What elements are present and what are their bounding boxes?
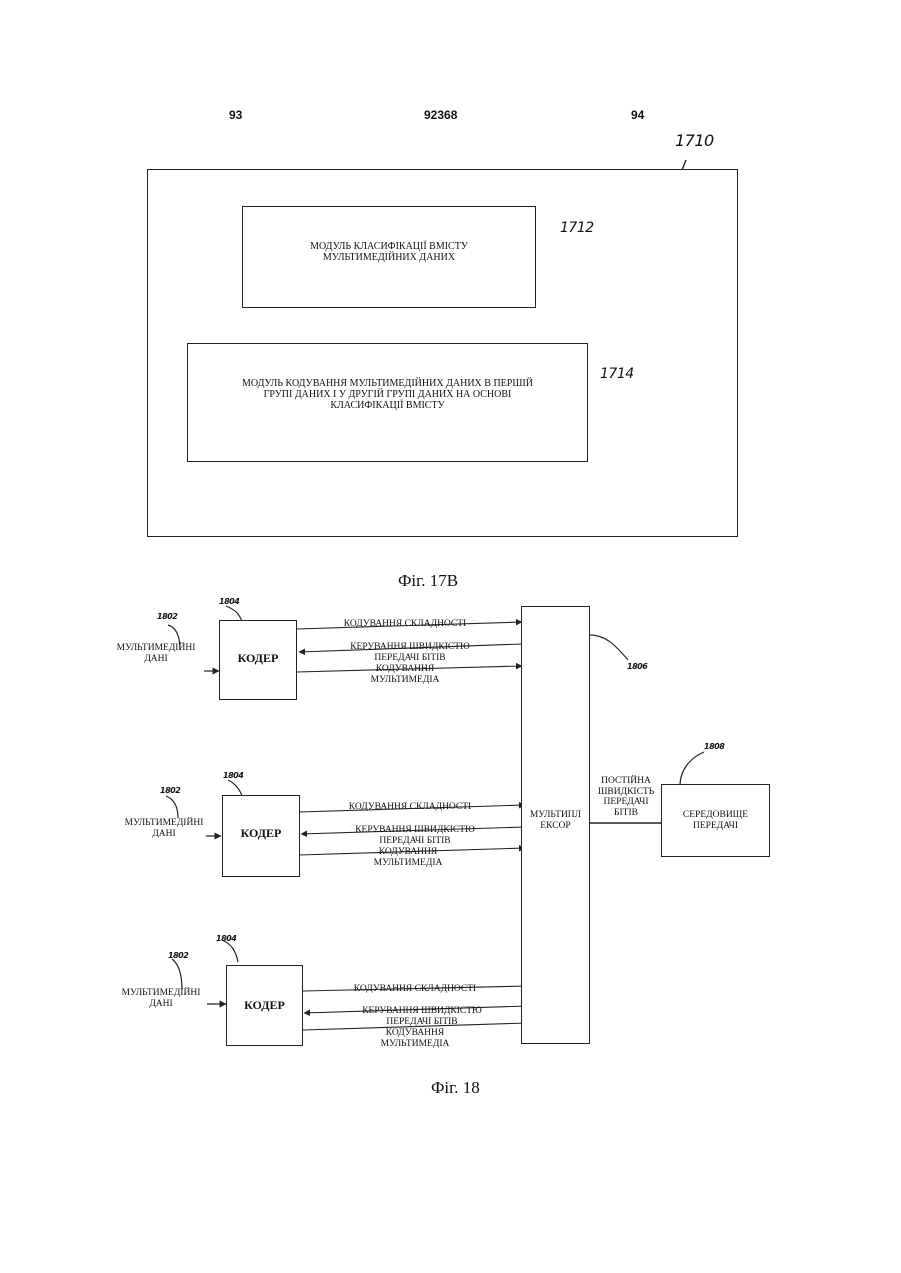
input-media-2: МУЛЬТИМЕДІЙНІДАНІ xyxy=(116,818,212,839)
ref-1802-b: 1802 xyxy=(160,786,180,795)
encoding-module: МОДУЛЬ КОДУВАННЯ МУЛЬТИМЕДІЙНИХ ДАНИХ В … xyxy=(187,343,588,462)
fig17b-caption: Фіг. 17В xyxy=(398,571,458,591)
ref-1802-c: 1802 xyxy=(168,951,188,960)
multiplexer-label: МУЛЬТИПЛЕКСОР xyxy=(522,810,589,831)
coder-3-label: КОДЕР xyxy=(227,998,302,1013)
coder-2: КОДЕР xyxy=(222,795,300,877)
signal-complexity-1: КОДУВАННЯ СКЛАДНОСТІ xyxy=(330,619,480,630)
signal-complexity-3: КОДУВАННЯ СКЛАДНОСТІ xyxy=(340,984,490,995)
module1-line2: МУЛЬТИМЕДІЙНИХ ДАНИХ xyxy=(243,252,535,263)
ref-1712: 1712 xyxy=(560,220,594,236)
input-media-1: МУЛЬТИМЕДІЙНІДАНІ xyxy=(108,643,204,664)
ref-1804-a: 1804 xyxy=(219,597,239,606)
ref-1714: 1714 xyxy=(600,366,634,382)
transmission-medium-label: СЕРЕДОВИЩЕПЕРЕДАЧІ xyxy=(662,810,769,831)
ref-1804-b: 1804 xyxy=(223,771,243,780)
signal-rate-control-3: КЕРУВАННЯ ШВИДКІСТЮПЕРЕДАЧІ БІТІВ xyxy=(334,1006,510,1027)
coder-2-label: КОДЕР xyxy=(223,826,299,841)
transmission-medium: СЕРЕДОВИЩЕПЕРЕДАЧІ xyxy=(661,784,770,857)
coder-1-label: КОДЕР xyxy=(220,651,296,666)
ref-1808: 1808 xyxy=(704,742,724,751)
signal-encoded-media-2: КОДУВАННЯМУЛЬТИМЕДІА xyxy=(343,847,473,868)
signal-rate-control-2: КЕРУВАННЯ ШВИДКІСТЮПЕРЕДАЧІ БІТІВ xyxy=(330,825,500,846)
coder-1: КОДЕР xyxy=(219,620,297,700)
ref-1802-a: 1802 xyxy=(157,612,177,621)
ref-1710: 1710 xyxy=(675,131,714,150)
module2-line3: КЛАСИФІКАЦІЇ ВМІСТУ xyxy=(188,400,587,411)
multiplexer: МУЛЬТИПЛЕКСОР xyxy=(521,606,590,1044)
content-classification-module: МОДУЛЬ КЛАСИФІКАЦІЇ ВМІСТУ МУЛЬТИМЕДІЙНИ… xyxy=(242,206,536,308)
coder-3: КОДЕР xyxy=(226,965,303,1046)
module1-line1: МОДУЛЬ КЛАСИФІКАЦІЇ ВМІСТУ xyxy=(243,241,535,252)
signal-encoded-media-3: КОДУВАННЯМУЛЬТИМЕДІА xyxy=(350,1028,480,1049)
ref-1804-c: 1804 xyxy=(216,934,236,943)
module2-line1: МОДУЛЬ КОДУВАННЯ МУЛЬТИМЕДІЙНИХ ДАНИХ В … xyxy=(188,378,587,389)
constant-bitrate-label: ПОСТІЙНАШВИДКІСТЬ ПЕРЕДАЧІБІТІВ xyxy=(590,776,662,818)
signal-encoded-media-1: КОДУВАННЯМУЛЬТИМЕДІА xyxy=(340,664,470,685)
input-media-3: МУЛЬТИМЕДІЙНІДАНІ xyxy=(108,988,214,1009)
signal-complexity-2: КОДУВАННЯ СКЛАДНОСТІ xyxy=(335,802,485,813)
ref-1806: 1806 xyxy=(627,662,647,671)
module2-line2: ГРУПІ ДАНИХ І У ДРУГІЙ ГРУПІ ДАНИХ НА ОС… xyxy=(188,389,587,400)
fig18-caption: Фіг. 18 xyxy=(431,1078,480,1098)
signal-rate-control-1: КЕРУВАННЯ ШВИДКІСТЮПЕРЕДАЧІ БІТІВ xyxy=(325,642,495,663)
